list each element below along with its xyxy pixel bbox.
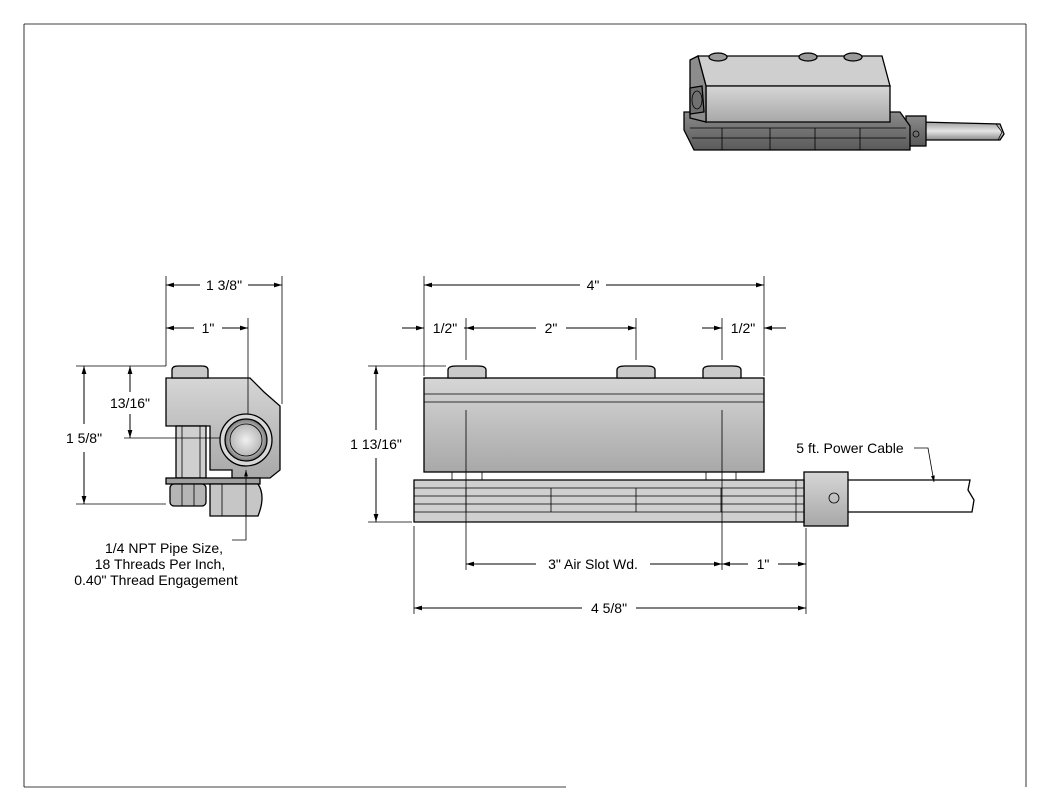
dim-side-total-width: 1 3/8"	[206, 277, 242, 293]
dim-side-offset: 1"	[202, 320, 215, 336]
dim-front-height: 1 13/16"	[350, 436, 402, 452]
front-view	[368, 276, 975, 614]
dim-front-total-width: 4"	[587, 277, 600, 293]
note-pipe-line1: 1/4 NPT Pipe Size,	[105, 540, 223, 556]
dim-front-right-margin: 1/2"	[731, 320, 755, 336]
drawing-border	[23, 23, 1027, 788]
dim-front-spacing: 2"	[545, 320, 558, 336]
dim-side-height: 1 5/8"	[66, 430, 102, 446]
note-pipe-line2: 18 Threads Per Inch,	[95, 556, 225, 572]
dim-front-left-margin: 1/2"	[433, 320, 457, 336]
dim-cable-offset: 1"	[757, 556, 770, 572]
side-view	[76, 276, 283, 541]
dim-overall-length: 4 5/8"	[591, 600, 627, 616]
dim-air-slot-width: 3" Air Slot Wd.	[548, 556, 638, 572]
note-pipe-line3: 0.40" Thread Engagement	[74, 572, 238, 588]
isometric-view	[683, 52, 1005, 151]
note-power-cable: 5 ft. Power Cable	[796, 440, 904, 456]
dim-side-center-height: 13/16"	[110, 395, 150, 411]
